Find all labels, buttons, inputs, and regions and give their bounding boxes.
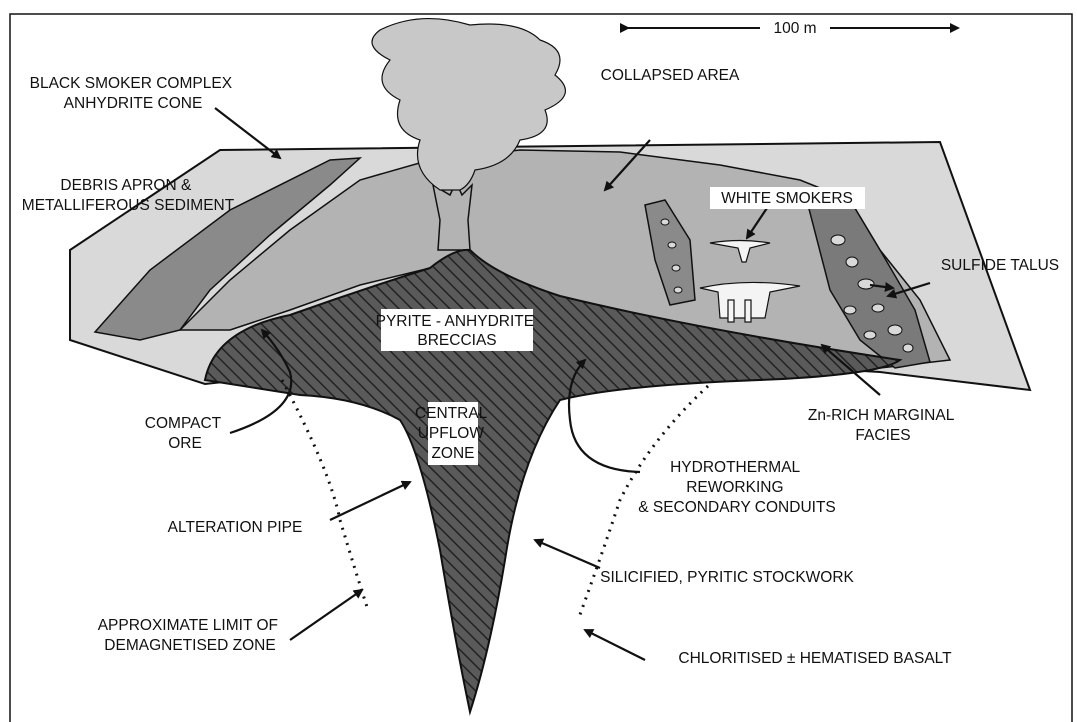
label-compact-ore: COMPACT ORE [145, 415, 225, 452]
label-alteration-pipe: ALTERATION PIPE [168, 519, 303, 536]
label-zn-rich: Zn-RICH MARGINAL FACIES [808, 407, 958, 444]
black-smoker-chimney [433, 182, 472, 250]
label-sulfide-talus: SULFIDE TALUS [941, 257, 1059, 274]
label-chloritised: CHLORITISED ± HEMATISED BASALT [678, 650, 952, 667]
label-collapsed-area: COLLAPSED AREA [601, 67, 740, 84]
scale-bar: 100 m [628, 20, 958, 37]
label-white-smokers: WHITE SMOKERS [721, 190, 853, 207]
label-black-smoker: BLACK SMOKER COMPLEX ANHYDRITE CONE [30, 75, 237, 112]
label-silicified: SILICIFIED, PYRITIC STOCKWORK [600, 569, 854, 586]
label-hydrothermal: HYDROTHERMAL REWORKING & SECONDARY CONDU… [638, 459, 836, 516]
label-demagnetised: APPROXIMATE LIMIT OF DEMAGNETISED ZONE [98, 617, 283, 654]
scale-bar-label: 100 m [773, 20, 816, 37]
demagnetised-limit-left [282, 380, 368, 610]
